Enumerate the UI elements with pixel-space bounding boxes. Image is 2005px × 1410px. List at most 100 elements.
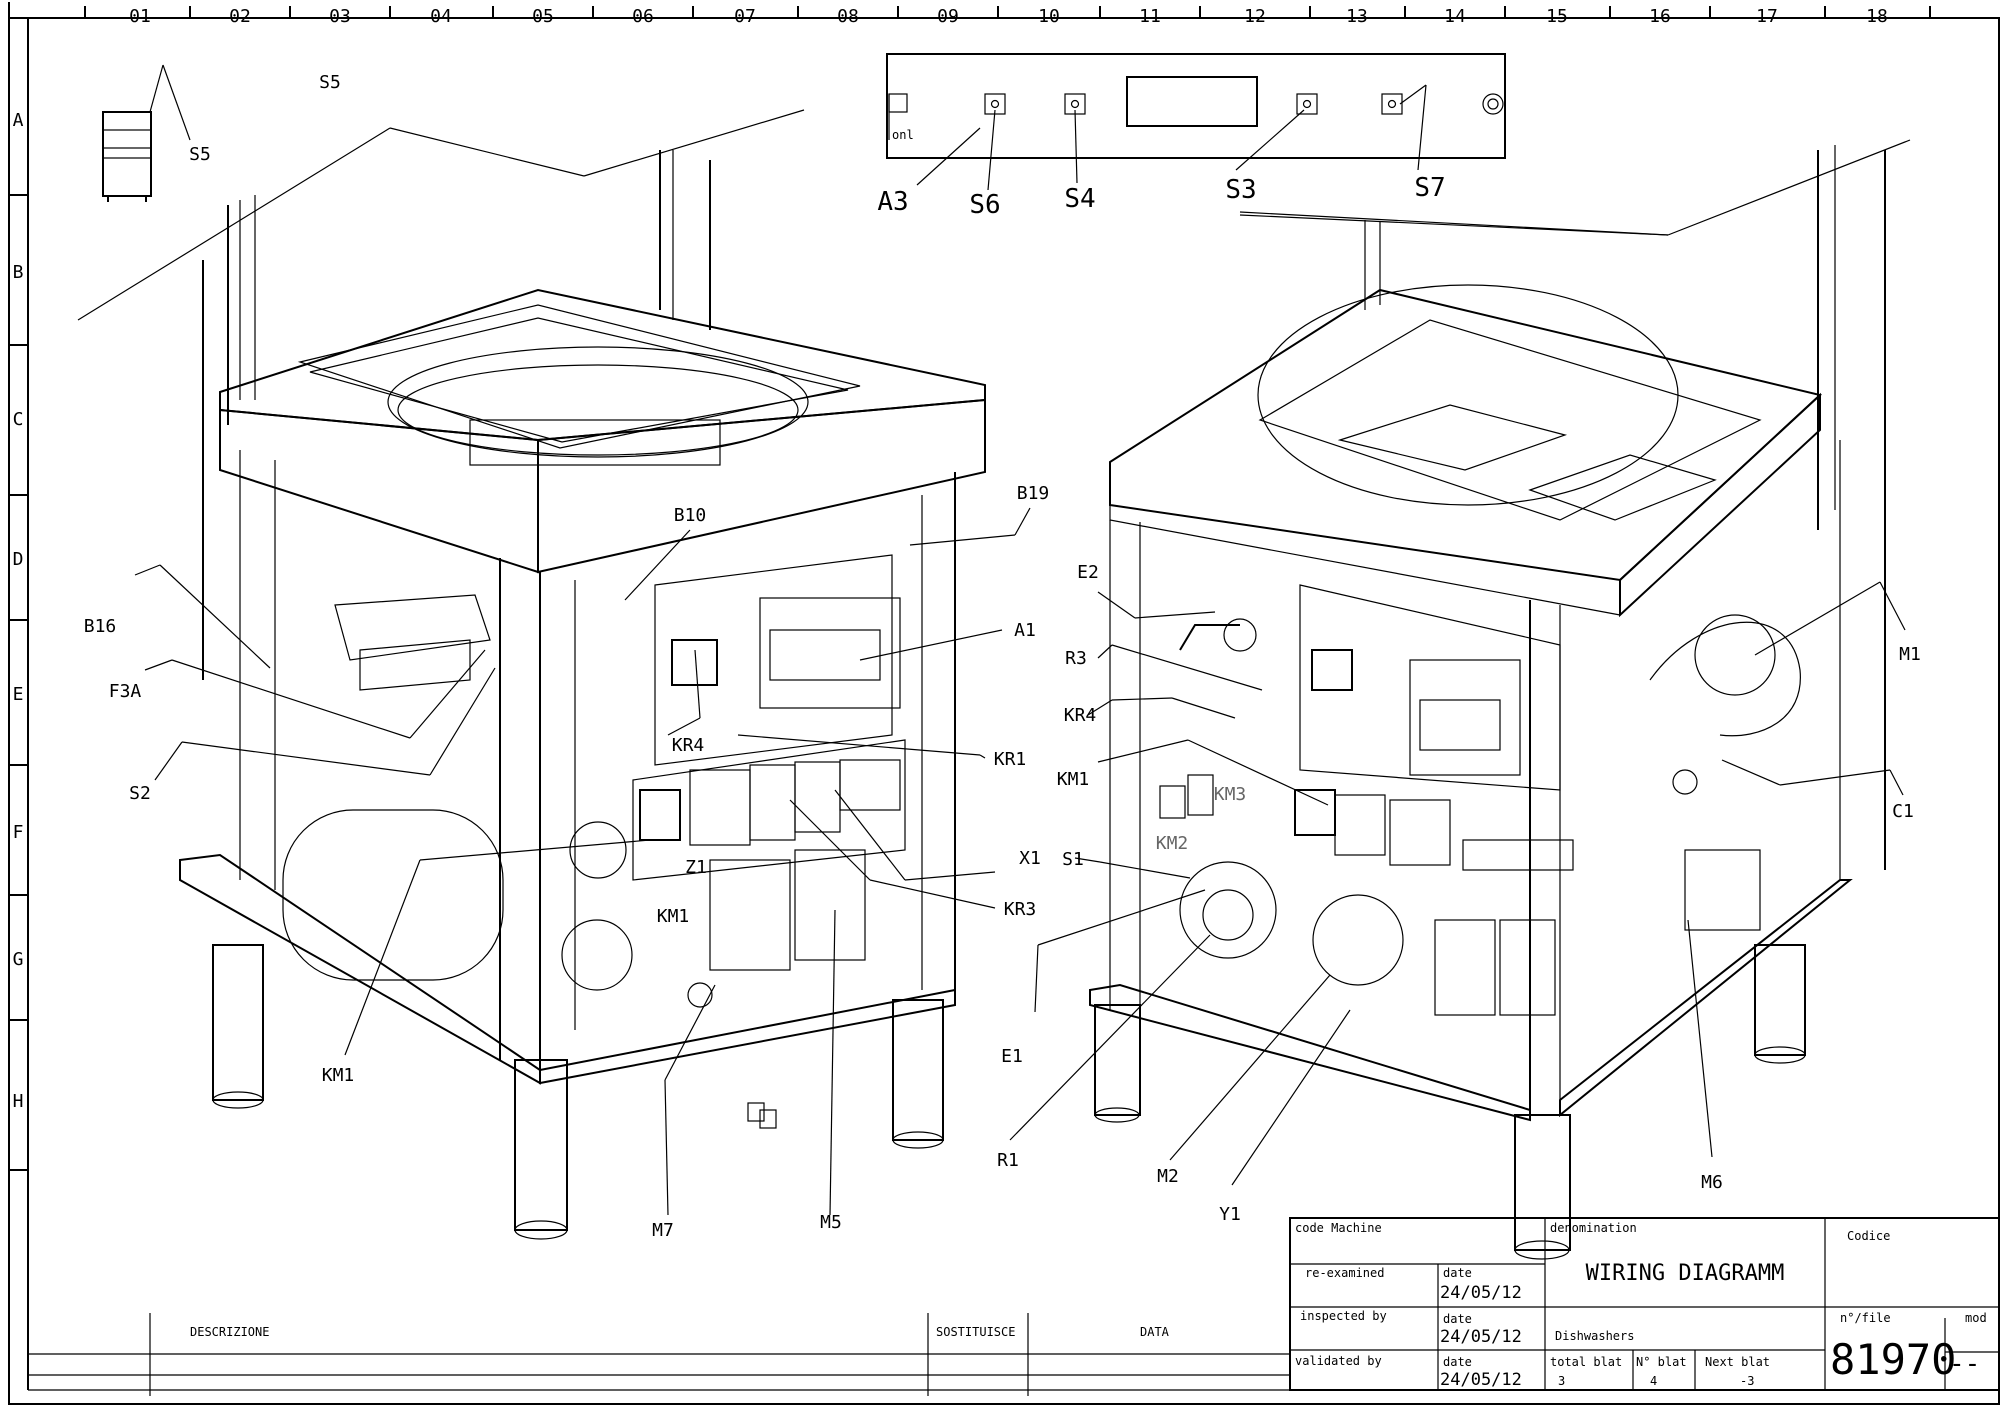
leader-lines — [134, 211, 1906, 1216]
column-label: 06 — [632, 6, 654, 27]
revision-sostituisce-header: SOSTITUISCE — [936, 1325, 1015, 1339]
row-label: E — [13, 684, 24, 705]
label-m6: M6 — [1701, 1172, 1723, 1193]
n-blat-label: N° blat — [1636, 1355, 1687, 1369]
column-label: 12 — [1244, 6, 1266, 27]
label-r3: R3 — [1065, 648, 1087, 669]
label-m1: M1 — [1899, 644, 1921, 665]
label-kr3: KR3 — [1004, 899, 1037, 920]
revision-table: DESCRIZIONE SOSTITUISCE DATA — [28, 1313, 1290, 1396]
date-label: date — [1443, 1355, 1472, 1369]
label-m5: M5 — [820, 1212, 842, 1233]
date-re-examined: 24/05/12 — [1440, 1283, 1522, 1303]
label-km1-right: KM1 — [1057, 769, 1090, 790]
column-ruler: 01 02 03 04 05 06 07 08 09 10 11 12 13 1… — [9, 6, 1999, 27]
total-blat-value: 3 — [1558, 1374, 1565, 1388]
column-label: 14 — [1444, 6, 1466, 27]
column-label: 09 — [937, 6, 959, 27]
column-label: 13 — [1346, 6, 1368, 27]
row-label: H — [13, 1091, 24, 1112]
s7-button-icon — [1381, 93, 1403, 115]
denomination-label: denomination — [1550, 1221, 1637, 1235]
next-blat-label: Next blat — [1705, 1355, 1770, 1369]
control-panel: onl — [886, 53, 1506, 191]
title-block: code Machine denomination Codice WIRING … — [1289, 1217, 2000, 1391]
power-knob-icon — [1482, 93, 1504, 115]
column-label: 02 — [229, 6, 251, 27]
label-e2: E2 — [1077, 562, 1099, 583]
column-label: 10 — [1038, 6, 1060, 27]
label-km3: KM3 — [1214, 784, 1247, 805]
label-km1-inner: KM1 — [657, 906, 690, 927]
component-labels: S5 S5 A3 S6 S4 S3 S7 B19 B10 B16 F3A S2 … — [84, 72, 1921, 1241]
column-label: 01 — [129, 6, 151, 27]
label-a3: A3 — [877, 187, 908, 217]
product-name: Dishwashers — [1555, 1329, 1634, 1343]
label-f3a: F3A — [109, 681, 142, 702]
label-s7: S7 — [1414, 173, 1445, 203]
re-examined-label: re-examined — [1305, 1266, 1384, 1280]
column-label: 07 — [734, 6, 756, 27]
codice-label: Codice — [1847, 1229, 1890, 1243]
mod-value: -- — [1949, 1349, 1980, 1379]
label-kr1: KR1 — [994, 749, 1027, 770]
panel-onl-mark: onl — [892, 128, 914, 142]
label-s5: S5 — [319, 72, 341, 93]
row-label: A — [13, 110, 24, 131]
left-machine-view — [77, 109, 986, 1240]
label-km1-left: KM1 — [322, 1065, 355, 1086]
s3-button-icon — [1296, 93, 1318, 115]
column-label: 08 — [837, 6, 859, 27]
display-screen — [1126, 76, 1258, 127]
label-s6: S6 — [969, 190, 1000, 220]
label-x1: X1 — [1019, 848, 1041, 869]
label-s5-icon: S5 — [189, 144, 211, 165]
column-label: 05 — [532, 6, 554, 27]
row-label: D — [13, 549, 24, 570]
row-label: G — [13, 949, 24, 970]
mod-label: mod — [1965, 1311, 1987, 1325]
label-m7: M7 — [652, 1220, 674, 1241]
label-m2: M2 — [1157, 1166, 1179, 1187]
label-a1: A1 — [1014, 620, 1036, 641]
column-label: 18 — [1866, 6, 1888, 27]
label-b10: B10 — [674, 505, 707, 526]
column-label: 11 — [1139, 6, 1161, 27]
label-s3: S3 — [1225, 175, 1256, 205]
column-label: 15 — [1546, 6, 1568, 27]
column-label: 04 — [430, 6, 452, 27]
sheet-frame — [8, 17, 2000, 1405]
revision-data-header: DATA — [1140, 1325, 1170, 1339]
label-b16: B16 — [84, 616, 117, 637]
file-number: 81970 — [1830, 1335, 1956, 1384]
label-c1: C1 — [1892, 801, 1914, 822]
date-inspected: 24/05/12 — [1440, 1327, 1522, 1347]
row-label: C — [13, 409, 24, 430]
right-machine-view — [1089, 139, 1911, 1260]
next-blat-value: -3 — [1740, 1374, 1754, 1388]
row-label: B — [13, 262, 24, 283]
column-label: 16 — [1649, 6, 1671, 27]
file-label: n°/file — [1840, 1311, 1891, 1325]
label-e1: E1 — [1001, 1046, 1023, 1067]
label-r1: R1 — [997, 1150, 1019, 1171]
label-b19: B19 — [1017, 483, 1050, 504]
row-ruler: A B C D E F G H — [9, 110, 28, 1171]
validated-by-label: validated by — [1295, 1354, 1382, 1368]
total-blat-label: total blat — [1550, 1355, 1622, 1369]
n-blat-value: 4 — [1650, 1374, 1657, 1388]
label-z1: Z1 — [685, 857, 707, 878]
row-label: F — [13, 822, 24, 843]
date-validated: 24/05/12 — [1440, 1370, 1522, 1390]
column-label: 03 — [329, 6, 351, 27]
label-s4: S4 — [1064, 184, 1095, 214]
inspected-by-label: inspected by — [1300, 1309, 1387, 1323]
drawing-title: WIRING DIAGRAMM — [1586, 1261, 1785, 1286]
date-label: date — [1443, 1266, 1472, 1280]
label-kr4-right: KR4 — [1064, 705, 1097, 726]
label-s2: S2 — [129, 783, 151, 804]
label-kr4-left: KR4 — [672, 735, 705, 756]
column-label: 17 — [1756, 6, 1778, 27]
date-label: date — [1443, 1312, 1472, 1326]
